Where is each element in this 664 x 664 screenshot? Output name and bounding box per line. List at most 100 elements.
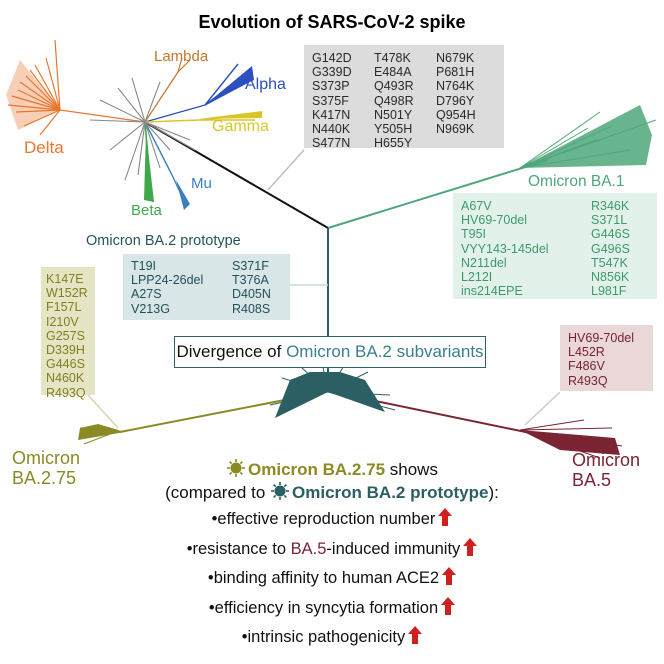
mutation-label: Y505H	[374, 122, 413, 137]
ba2-cluster	[269, 361, 396, 418]
connector-shared	[267, 149, 305, 191]
mu-fan	[176, 180, 190, 210]
summary-compared-prefix: (compared to	[165, 483, 271, 502]
pre-omicron-cluster	[6, 39, 263, 210]
summary-bullet: •intrinsic pathogenicity	[0, 626, 664, 647]
diagram-title: Evolution of SARS-CoV-2 spike	[198, 12, 466, 32]
mutation-label: F486V	[568, 359, 605, 374]
ba275-cluster	[78, 424, 125, 445]
summary-bullet: •effective reproduction number	[0, 508, 664, 529]
mutation-label: D405N	[232, 287, 271, 302]
mutation-label: K417N	[312, 107, 351, 122]
mutation-label: N501Y	[374, 107, 413, 122]
mutation-label: N460K	[46, 371, 85, 386]
mutation-label: N440K	[312, 122, 351, 137]
delta-fan	[6, 60, 60, 130]
mutation-label: VYY143-145del	[461, 241, 549, 256]
ba1-label: Omicron BA.1	[528, 173, 625, 190]
lambda-clade	[144, 57, 191, 123]
summary-ba275-name: Omicron BA.2.75	[248, 460, 386, 479]
mutation-label: H655Y	[374, 136, 413, 151]
ba275-label-line1: Omicron	[12, 448, 81, 468]
mutation-label: T478K	[374, 51, 411, 65]
bullet-pre: binding affinity to human ACE2	[213, 569, 440, 587]
mutation-label: ins214EPE	[461, 284, 523, 299]
alpha-clade	[144, 63, 253, 123]
ba275-label: Omicron BA.2.75	[12, 448, 80, 488]
mutation-label: S371F	[232, 259, 269, 273]
ba5-label-line1: Omicron	[572, 450, 641, 470]
mutation-label: P681H	[436, 65, 475, 80]
mutation-label: G496S	[591, 241, 630, 256]
mutation-label: D796Y	[436, 93, 475, 108]
mutation-label: T376A	[232, 273, 269, 288]
ba2-prototype-title: Omicron BA.2 prototype	[86, 233, 241, 249]
divergence-highlight: Omicron BA.2 subvariants	[286, 342, 484, 361]
ba1-cluster	[519, 105, 657, 169]
ba5-label-line2: BA.5	[572, 470, 612, 490]
bullet-pre: efficiency in syncytia formation	[214, 599, 439, 617]
mutation-label: Q498R	[374, 93, 414, 108]
up-arrow-icon	[441, 597, 456, 615]
ba5-cluster	[519, 419, 623, 459]
mutation-label: D339H	[46, 343, 85, 358]
mutation-label: A67V	[461, 199, 492, 213]
mutation-label: A27S	[131, 287, 162, 302]
bullet-pre: resistance to	[192, 540, 291, 558]
mutation-label: R346K	[591, 199, 630, 213]
alpha-fan	[205, 66, 254, 105]
summary-bullet: •resistance to BA.5-induced immunity	[0, 538, 664, 559]
mutation-label: N764K	[436, 79, 475, 94]
mutation-label: V213G	[131, 301, 170, 316]
mutation-label: HV69-70del	[568, 331, 635, 345]
mutation-label: T19I	[131, 259, 157, 273]
gamma-label: Gamma	[212, 118, 269, 135]
summary-ba2-name: Omicron BA.2 prototype	[292, 483, 489, 502]
summary-line-1: Omicron BA.2.75 shows	[0, 458, 664, 480]
summary-compared-suffix: ):	[488, 483, 499, 502]
mutation-label: S375F	[312, 93, 349, 108]
summary-shows: shows	[385, 460, 438, 479]
mutation-label: G339D	[312, 65, 352, 80]
mutation-label: K147E	[46, 272, 84, 286]
ba5-label: Omicron BA.5	[572, 450, 640, 490]
mutation-label: S373P	[312, 79, 350, 94]
mutation-label: G446S	[591, 227, 630, 242]
mutation-label: G142D	[312, 51, 352, 65]
mutation-label: E484A	[374, 65, 412, 80]
mutation-label: W152R	[46, 286, 88, 301]
connector-ba5	[524, 391, 561, 426]
ba2-virus-icon	[271, 482, 290, 500]
mutation-label: HV69-70del	[461, 213, 528, 228]
up-arrow-icon	[463, 538, 478, 556]
mutation-label: LPP24-26del	[131, 273, 204, 288]
up-arrow-icon	[408, 626, 423, 644]
beta-label: Beta	[131, 202, 162, 219]
mutation-label: L981F	[591, 284, 627, 299]
mutation-label: R493Q	[568, 373, 608, 388]
other-lineages	[89, 77, 196, 181]
divergence-label: Divergence of Omicron BA.2 subvariants	[174, 336, 486, 368]
up-arrow-icon	[438, 508, 453, 526]
beta-fan	[144, 132, 154, 202]
gamma-fan	[198, 111, 262, 119]
bullet-highlight: BA.5	[290, 540, 327, 558]
mutation-label: G257S	[46, 328, 85, 343]
mutation-label: R408S	[232, 301, 271, 316]
mutation-label: T95I	[461, 227, 487, 242]
mutation-label: N969K	[436, 122, 475, 137]
mutation-label: L212I	[461, 270, 493, 285]
